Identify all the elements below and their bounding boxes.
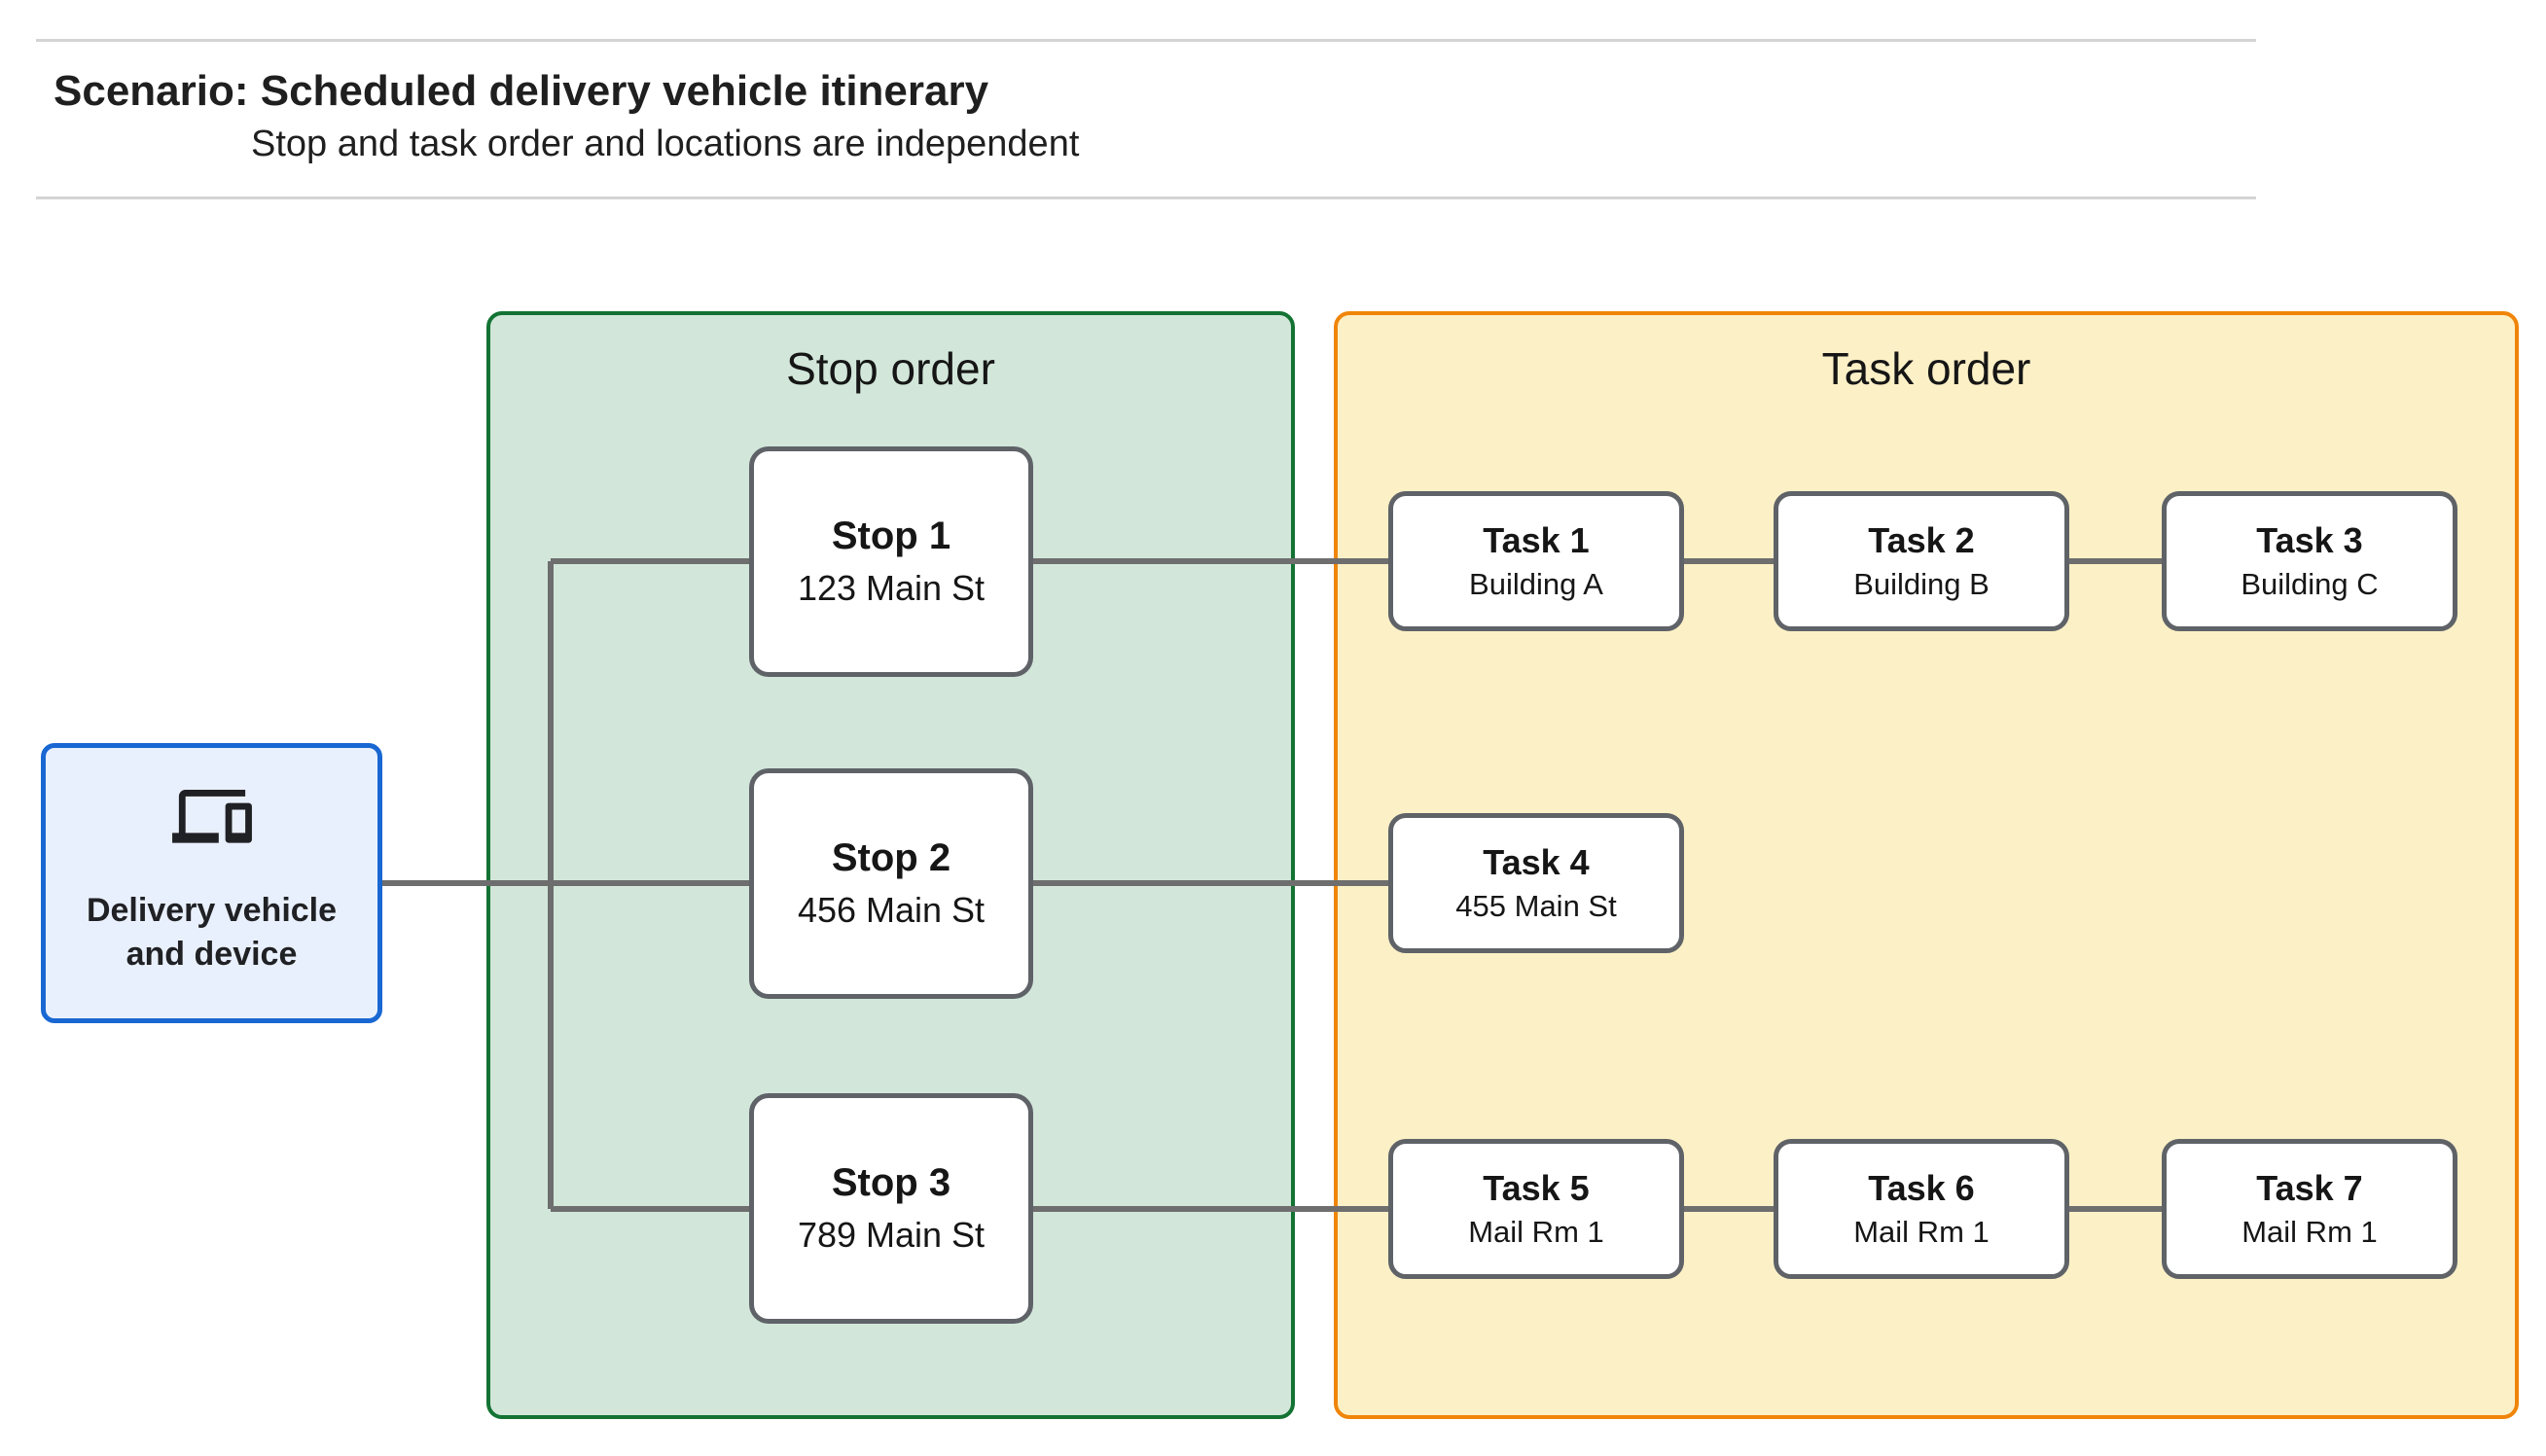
task-location: Mail Rm 1 (1468, 1215, 1604, 1249)
task-4-node: Task 4 455 Main St (1388, 813, 1684, 953)
task-order-panel-title: Task order (1821, 343, 2031, 394)
stop-2-node: Stop 2 456 Main St (749, 768, 1033, 999)
task-location: Building C (2241, 567, 2379, 601)
task-2-node: Task 2 Building B (1774, 491, 2069, 631)
delivery-vehicle-node: Delivery vehicle and device (41, 743, 382, 1023)
task-3-node: Task 3 Building C (2162, 491, 2457, 631)
devices-icon (171, 790, 252, 843)
vehicle-label: Delivery vehicle and device (87, 889, 337, 977)
task-7-node: Task 7 Mail Rm 1 (2162, 1139, 2457, 1279)
task-name: Task 3 (2256, 520, 2363, 560)
stop-name: Stop 1 (831, 515, 951, 557)
stop-location: 789 Main St (797, 1215, 986, 1255)
task-location: Building B (1853, 567, 1990, 601)
task-name: Task 7 (2256, 1168, 2363, 1208)
task-location: Building A (1469, 567, 1603, 601)
task-location: Mail Rm 1 (2241, 1215, 2378, 1249)
task-5-node: Task 5 Mail Rm 1 (1388, 1139, 1684, 1279)
task-name: Task 2 (1868, 520, 1975, 560)
task-name: Task 5 (1483, 1168, 1590, 1208)
stop-order-panel-title: Stop order (786, 343, 995, 394)
task-1-node: Task 1 Building A (1388, 491, 1684, 631)
task-name: Task 1 (1483, 520, 1590, 560)
page-subtitle: Stop and task order and locations are in… (251, 124, 1080, 164)
page-title: Scenario: Scheduled delivery vehicle iti… (54, 67, 989, 115)
task-name: Task 4 (1483, 842, 1590, 882)
stop-location: 123 Main St (797, 568, 986, 608)
task-6-node: Task 6 Mail Rm 1 (1774, 1139, 2069, 1279)
header-divider (36, 196, 2256, 199)
task-location: 455 Main St (1455, 889, 1617, 923)
task-name: Task 6 (1868, 1168, 1975, 1208)
stop-location: 456 Main St (797, 890, 986, 930)
stop-name: Stop 2 (831, 836, 951, 879)
stop-1-node: Stop 1 123 Main St (749, 446, 1033, 677)
stop-name: Stop 3 (831, 1161, 951, 1204)
top-divider (36, 39, 2256, 42)
stop-3-node: Stop 3 789 Main St (749, 1093, 1033, 1324)
task-location: Mail Rm 1 (1853, 1215, 1990, 1249)
vehicle-label-line1: Delivery vehicle (86, 892, 338, 930)
vehicle-label-line2: and device (126, 936, 298, 973)
